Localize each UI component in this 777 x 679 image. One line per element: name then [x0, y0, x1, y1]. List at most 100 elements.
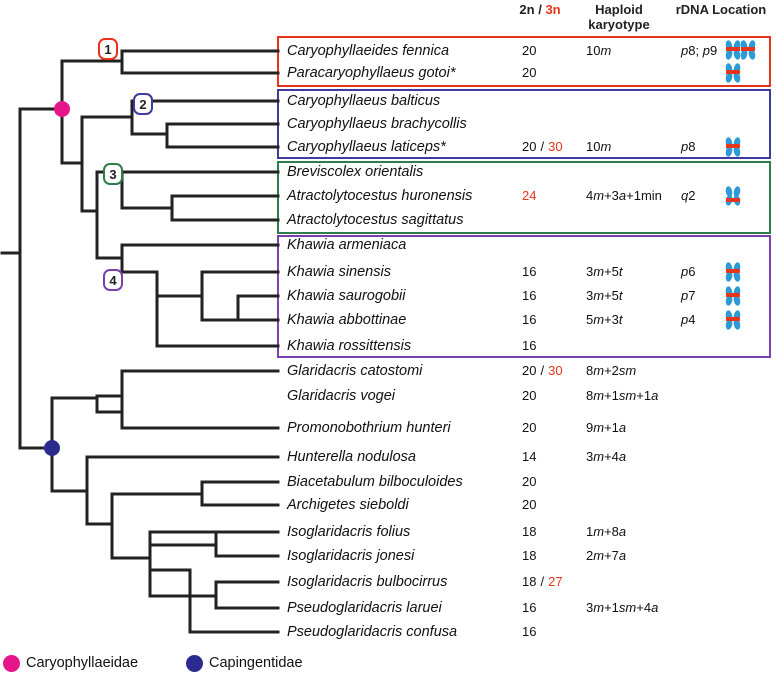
- taxon-name: Khawia saurogobii: [287, 288, 406, 304]
- chromosome-count: 20: [522, 64, 536, 82]
- diploid-count: 20: [522, 65, 537, 80]
- triploid-count: 27: [548, 574, 563, 589]
- chromosome-icon: [725, 186, 741, 206]
- haploid-karyotype: 3m+5t: [586, 264, 623, 279]
- header-2n: 2n: [519, 2, 535, 17]
- chromosome-icon: [724, 285, 742, 307]
- clade-1-box: [277, 36, 771, 87]
- diploid-count: 16: [522, 264, 537, 279]
- chromosome-icon: [724, 39, 742, 61]
- triploid-count: 30: [548, 363, 563, 378]
- count-separator: /: [540, 574, 545, 589]
- taxon-name: Khawia armeniaca: [287, 237, 407, 253]
- rdna-location: p7: [681, 288, 696, 303]
- taxon-name: Atractolytocestus sagittatus: [287, 212, 464, 228]
- header-rdna-location: rDNA Location: [675, 2, 767, 17]
- taxon-name: Paracaryophyllaeus gotoi*: [287, 65, 456, 81]
- chromosome-count: 18/27: [522, 573, 563, 591]
- diploid-count: 16: [522, 338, 537, 353]
- rdna-location: p8; p9: [681, 43, 718, 58]
- haploid-karyotype: 10m: [586, 139, 612, 154]
- diploid-count: 20: [522, 497, 537, 512]
- taxon-name: Caryophyllaeus balticus: [287, 93, 441, 109]
- chromosome-icon: [739, 39, 757, 61]
- taxon-name: Breviscolex orientalis: [287, 164, 424, 180]
- taxon-name: Archigetes sieboldi: [287, 497, 409, 513]
- chromosome-count: 16: [522, 263, 536, 281]
- diploid-count: 20: [522, 420, 537, 435]
- diploid-count: 16: [522, 624, 537, 639]
- triploid-count: 30: [548, 139, 563, 154]
- rdna-location: q2: [681, 188, 696, 203]
- taxon-name: Khawia abbottinae: [287, 312, 407, 328]
- diploid-count: 20: [522, 363, 537, 378]
- chromosome-count: 16: [522, 311, 536, 329]
- haploid-karyotype: 9m+1a: [586, 420, 627, 435]
- diploid-count: 16: [522, 312, 537, 327]
- clade-number-1: 1: [104, 42, 111, 57]
- diploid-count: 20: [522, 43, 537, 58]
- taxon-name: Khawia sinensis: [287, 264, 391, 280]
- legend-capingentidae-label: Capingentidae: [209, 655, 303, 671]
- taxon-name: Caryophyllaeides fennica: [287, 43, 450, 59]
- chromosome-count: 18: [522, 523, 536, 541]
- taxon-name: Isoglaridacris bulbocirrus: [287, 574, 448, 590]
- taxon-name: Caryophyllaeus brachycollis: [287, 116, 467, 132]
- chromosome-count: 24: [522, 187, 536, 205]
- caryophyllaeidae-node: [54, 101, 70, 117]
- haploid-karyotype: 4m+3a+1min: [586, 188, 662, 203]
- chromosome-count: 16: [522, 287, 536, 305]
- taxon-name: Promonobothrium hunteri: [287, 420, 451, 436]
- rdna-location: p6: [681, 264, 696, 279]
- chromosome-count: 16: [522, 623, 536, 641]
- clade-badge-3: 3: [103, 163, 123, 185]
- diploid-count: 14: [522, 449, 537, 464]
- chromosome-count: 20/30: [522, 362, 563, 380]
- chromosome-icon: [724, 62, 742, 84]
- capingentidae-node: [44, 440, 60, 456]
- taxon-name: Pseudoglaridacris laruei: [287, 600, 442, 616]
- diploid-count: 20: [522, 139, 537, 154]
- haploid-karyotype: 5m+3t: [586, 312, 623, 327]
- header-slash: /: [538, 2, 542, 17]
- chromosome-count: 20/30: [522, 138, 563, 156]
- legend-caryophyllaeidae-swatch: [3, 655, 20, 672]
- diploid-count: 18: [522, 548, 537, 563]
- taxon-name: Isoglaridacris folius: [287, 524, 411, 540]
- count-separator: /: [540, 363, 545, 378]
- chromosome-count: 18: [522, 547, 536, 565]
- chromosome-count: 16: [522, 599, 536, 617]
- clade-badge-2: 2: [133, 93, 153, 115]
- taxon-name: Hunterella nodulosa: [287, 449, 416, 465]
- haploid-karyotype: 3m+4a: [586, 449, 627, 464]
- clade-number-4: 4: [109, 273, 117, 288]
- chromosome-icon: [724, 309, 742, 331]
- taxon-name: Biacetabulum bilboculoides: [287, 474, 463, 490]
- haploid-karyotype: 2m+7a: [586, 548, 627, 563]
- chromosome-icon: [724, 261, 742, 283]
- header-karyotype-line1: Haploid: [595, 2, 643, 17]
- chromosome-count: 16: [522, 337, 536, 355]
- count-separator: /: [540, 139, 545, 154]
- haploid-karyotype: 8m+1sm+1a: [586, 388, 659, 403]
- header-karyotype-line2: karyotype: [588, 17, 650, 32]
- diploid-count: 16: [522, 600, 537, 615]
- diploid-count: 16: [522, 288, 537, 303]
- chromosome-count: 20: [522, 387, 536, 405]
- header-chromosome-number: 2n / 3n: [515, 2, 565, 17]
- chromosome-count: 20: [522, 419, 536, 437]
- taxon-name: Caryophyllaeus laticeps*: [287, 139, 446, 155]
- taxon-name: Atractolytocestus huronensis: [287, 188, 473, 204]
- legend-caryophyllaeidae-label: Caryophyllaeidae: [26, 655, 139, 671]
- clade-number-3: 3: [109, 167, 116, 182]
- clade-badge-4: 4: [103, 269, 123, 291]
- haploid-karyotype: 10m: [586, 43, 612, 58]
- taxon-name: Pseudoglaridacris confusa: [287, 624, 458, 640]
- haploid-karyotype: 1m+8a: [586, 524, 627, 539]
- taxon-name: Glaridacris catostomi: [287, 363, 423, 379]
- header-karyotype: Haploid karyotype: [580, 2, 658, 32]
- chromosome-count: 20: [522, 42, 536, 60]
- rdna-location: p4: [681, 312, 696, 327]
